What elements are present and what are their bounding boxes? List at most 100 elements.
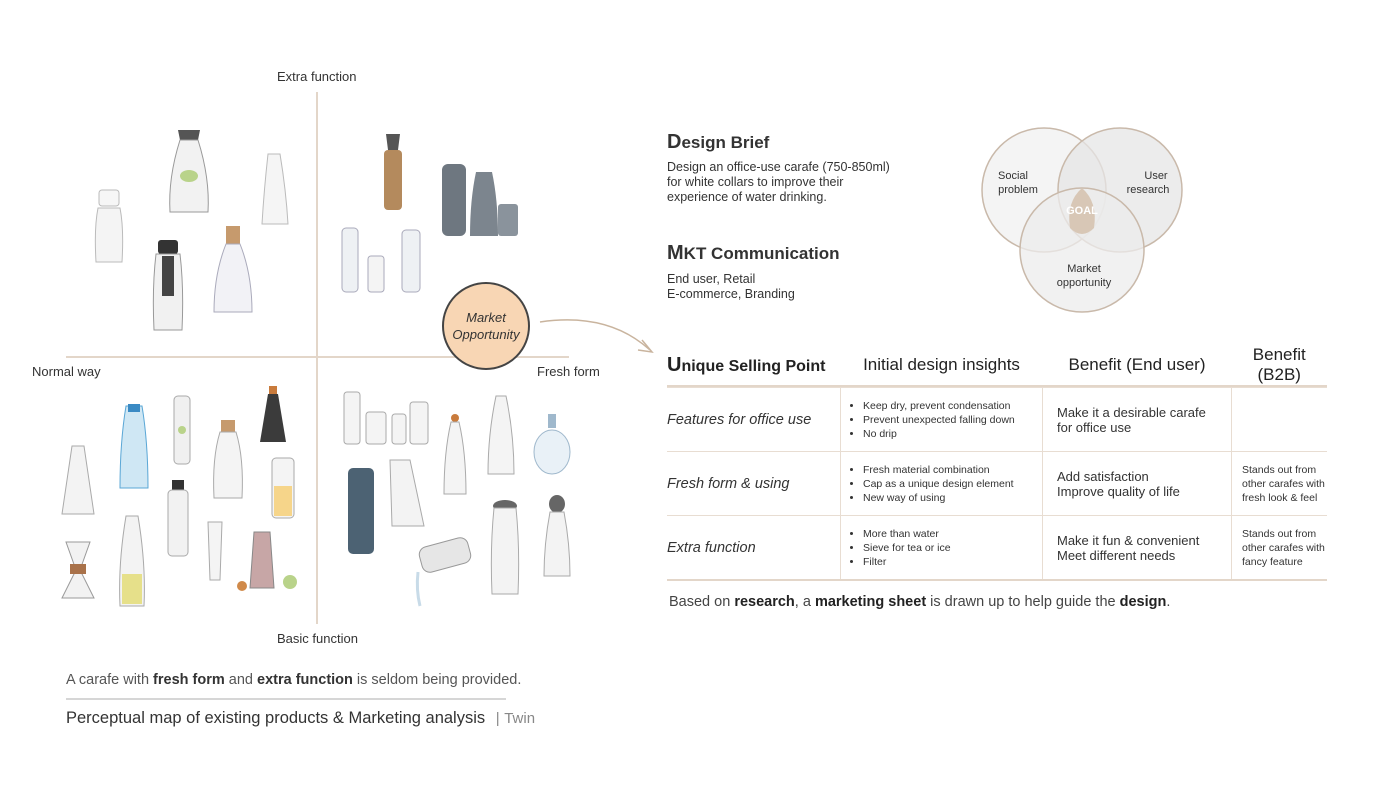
enduser-line: Add satisfaction xyxy=(1057,468,1149,484)
footer-part: Based on xyxy=(669,594,735,610)
venn-social-line2: problem xyxy=(998,184,1038,196)
col-header-usp: Unique Selling Point xyxy=(667,345,841,385)
table-bottom-divider xyxy=(667,579,1327,581)
horizontal-axis xyxy=(66,356,569,358)
heading-rest: KT Communication xyxy=(683,244,840,263)
opportunity-line-2: Opportunity xyxy=(452,327,520,342)
carafe-image xyxy=(443,414,467,495)
caption-emphasis: fresh form xyxy=(153,672,225,688)
carafe-image xyxy=(152,240,184,331)
design-brief-text: Design an office-use carafe (750-850ml) … xyxy=(667,160,890,205)
mkt-heading: MKT Communication xyxy=(667,242,840,265)
col-header-insights: Initial design insights xyxy=(863,355,1020,374)
footer-note: Based on research, a marketing sheet is … xyxy=(669,594,1170,610)
insight-item: Prevent unexpected falling down xyxy=(863,413,1042,427)
carafe-image xyxy=(490,500,520,595)
header-divider xyxy=(667,385,1327,387)
col-header-enduser: Benefit (End user) xyxy=(1068,355,1206,374)
b2b-line: fancy feature xyxy=(1242,555,1303,568)
insight-cell: Keep dry, prevent condensation Prevent u… xyxy=(840,387,1043,452)
insight-item: Keep dry, prevent condensation xyxy=(863,399,1042,413)
usp-table: Unique Selling Point Initial design insi… xyxy=(667,345,1327,581)
brief-line: Design an office-use carafe (750-850ml) xyxy=(667,160,890,174)
carafe-image xyxy=(343,391,429,445)
caption-part: and xyxy=(224,672,258,688)
insight-cell: More than water Sieve for tea or ice Fil… xyxy=(840,515,1043,579)
row-label: Extra function xyxy=(667,515,841,579)
mkt-line: End user, Retail xyxy=(667,272,756,286)
b2b-line: other carafes with xyxy=(1242,541,1325,554)
carafe-image xyxy=(237,531,297,591)
footer-emphasis: marketing sheet xyxy=(814,594,927,610)
design-brief-heading: Design Brief xyxy=(667,131,769,154)
axis-label-top: Extra function xyxy=(277,69,357,84)
caption-divider xyxy=(66,698,506,700)
caption-part: is seldom being provided. xyxy=(352,672,522,688)
b2b-line: Stands out from xyxy=(1242,463,1317,476)
carafe-image xyxy=(213,420,243,499)
b2b-line: other carafes with xyxy=(1242,477,1325,490)
carafe-image xyxy=(415,537,472,607)
author-name: Twin xyxy=(504,710,536,727)
carafe-image xyxy=(173,395,191,465)
page-title-text: Perceptual map of existing products & Ma… xyxy=(66,709,486,727)
b2b-cell xyxy=(1231,387,1327,452)
carafe-image xyxy=(213,226,253,313)
footer-part: . xyxy=(1166,594,1171,610)
carafe-image xyxy=(61,445,95,515)
carafe-image xyxy=(442,164,518,236)
heading-rest: esign Brief xyxy=(681,133,770,152)
venn-user-line1: User xyxy=(1144,170,1168,182)
carafe-image xyxy=(119,515,145,607)
b2b-cell: Stands out from other carafes with fancy… xyxy=(1231,515,1327,579)
carafe-image xyxy=(389,459,425,527)
insight-item: Fresh material combination xyxy=(863,463,1042,477)
enduser-cell: Add satisfaction Improve quality of life xyxy=(1042,451,1232,516)
row-label: Features for office use xyxy=(667,387,841,452)
carafe-image xyxy=(271,457,295,519)
axis-label-left: Normal way xyxy=(32,364,101,379)
brief-line: experience of water drinking. xyxy=(667,190,827,204)
heading-initial: D xyxy=(667,131,682,153)
footer-part: , a xyxy=(794,594,815,610)
venn-market-line2: opportunity xyxy=(1057,277,1112,289)
enduser-line: Meet different needs xyxy=(1057,547,1176,563)
carafe-image xyxy=(167,480,189,557)
heading-rest: nique Selling Point xyxy=(681,357,826,375)
carafe-image xyxy=(341,227,421,293)
map-caption: A carafe with fresh form and extra funct… xyxy=(66,672,521,688)
b2b-cell: Stands out from other carafes with fresh… xyxy=(1231,451,1327,516)
title-separator: | xyxy=(495,710,500,727)
venn-goal: GOAL xyxy=(1066,205,1098,217)
carafe-image xyxy=(487,395,515,475)
vertical-axis xyxy=(316,92,318,624)
mkt-line: E-commerce, Branding xyxy=(667,287,795,301)
row-label: Fresh form & using xyxy=(667,451,841,516)
venn-diagram: GOAL Social problem User research Market… xyxy=(981,127,1183,313)
table-row: Features for office use Keep dry, preven… xyxy=(667,387,1327,452)
carafe-image xyxy=(119,404,149,489)
brief-line: for white collars to improve their xyxy=(667,175,844,189)
insight-item: Filter xyxy=(863,555,1042,569)
carafe-image xyxy=(261,153,289,225)
insight-item: Cap as a unique design element xyxy=(863,477,1042,491)
heading-initial: U xyxy=(667,353,682,376)
enduser-line: Improve quality of life xyxy=(1057,483,1180,499)
b2b-line: Stands out from xyxy=(1242,527,1317,540)
carafe-image xyxy=(94,189,124,263)
carafe-image xyxy=(169,130,209,213)
caption-part: A carafe with xyxy=(66,672,154,688)
table-row: Extra function More than water Sieve for… xyxy=(667,515,1327,579)
insight-item: New way of using xyxy=(863,491,1042,505)
enduser-cell: Make it a desirable carafe for office us… xyxy=(1042,387,1232,452)
col-header-b2b: Benefit (B2B) xyxy=(1252,345,1306,384)
axis-label-right: Fresh form xyxy=(537,364,600,379)
enduser-line: Make it fun & convenient xyxy=(1057,532,1200,548)
venn-user-line2: research xyxy=(1127,184,1170,196)
carafe-image xyxy=(61,541,95,599)
enduser-cell: Make it fun & convenient Meet different … xyxy=(1042,515,1232,579)
carafe-image xyxy=(348,468,374,554)
carafe-image xyxy=(207,521,223,581)
axis-label-bottom: Basic function xyxy=(277,631,358,646)
